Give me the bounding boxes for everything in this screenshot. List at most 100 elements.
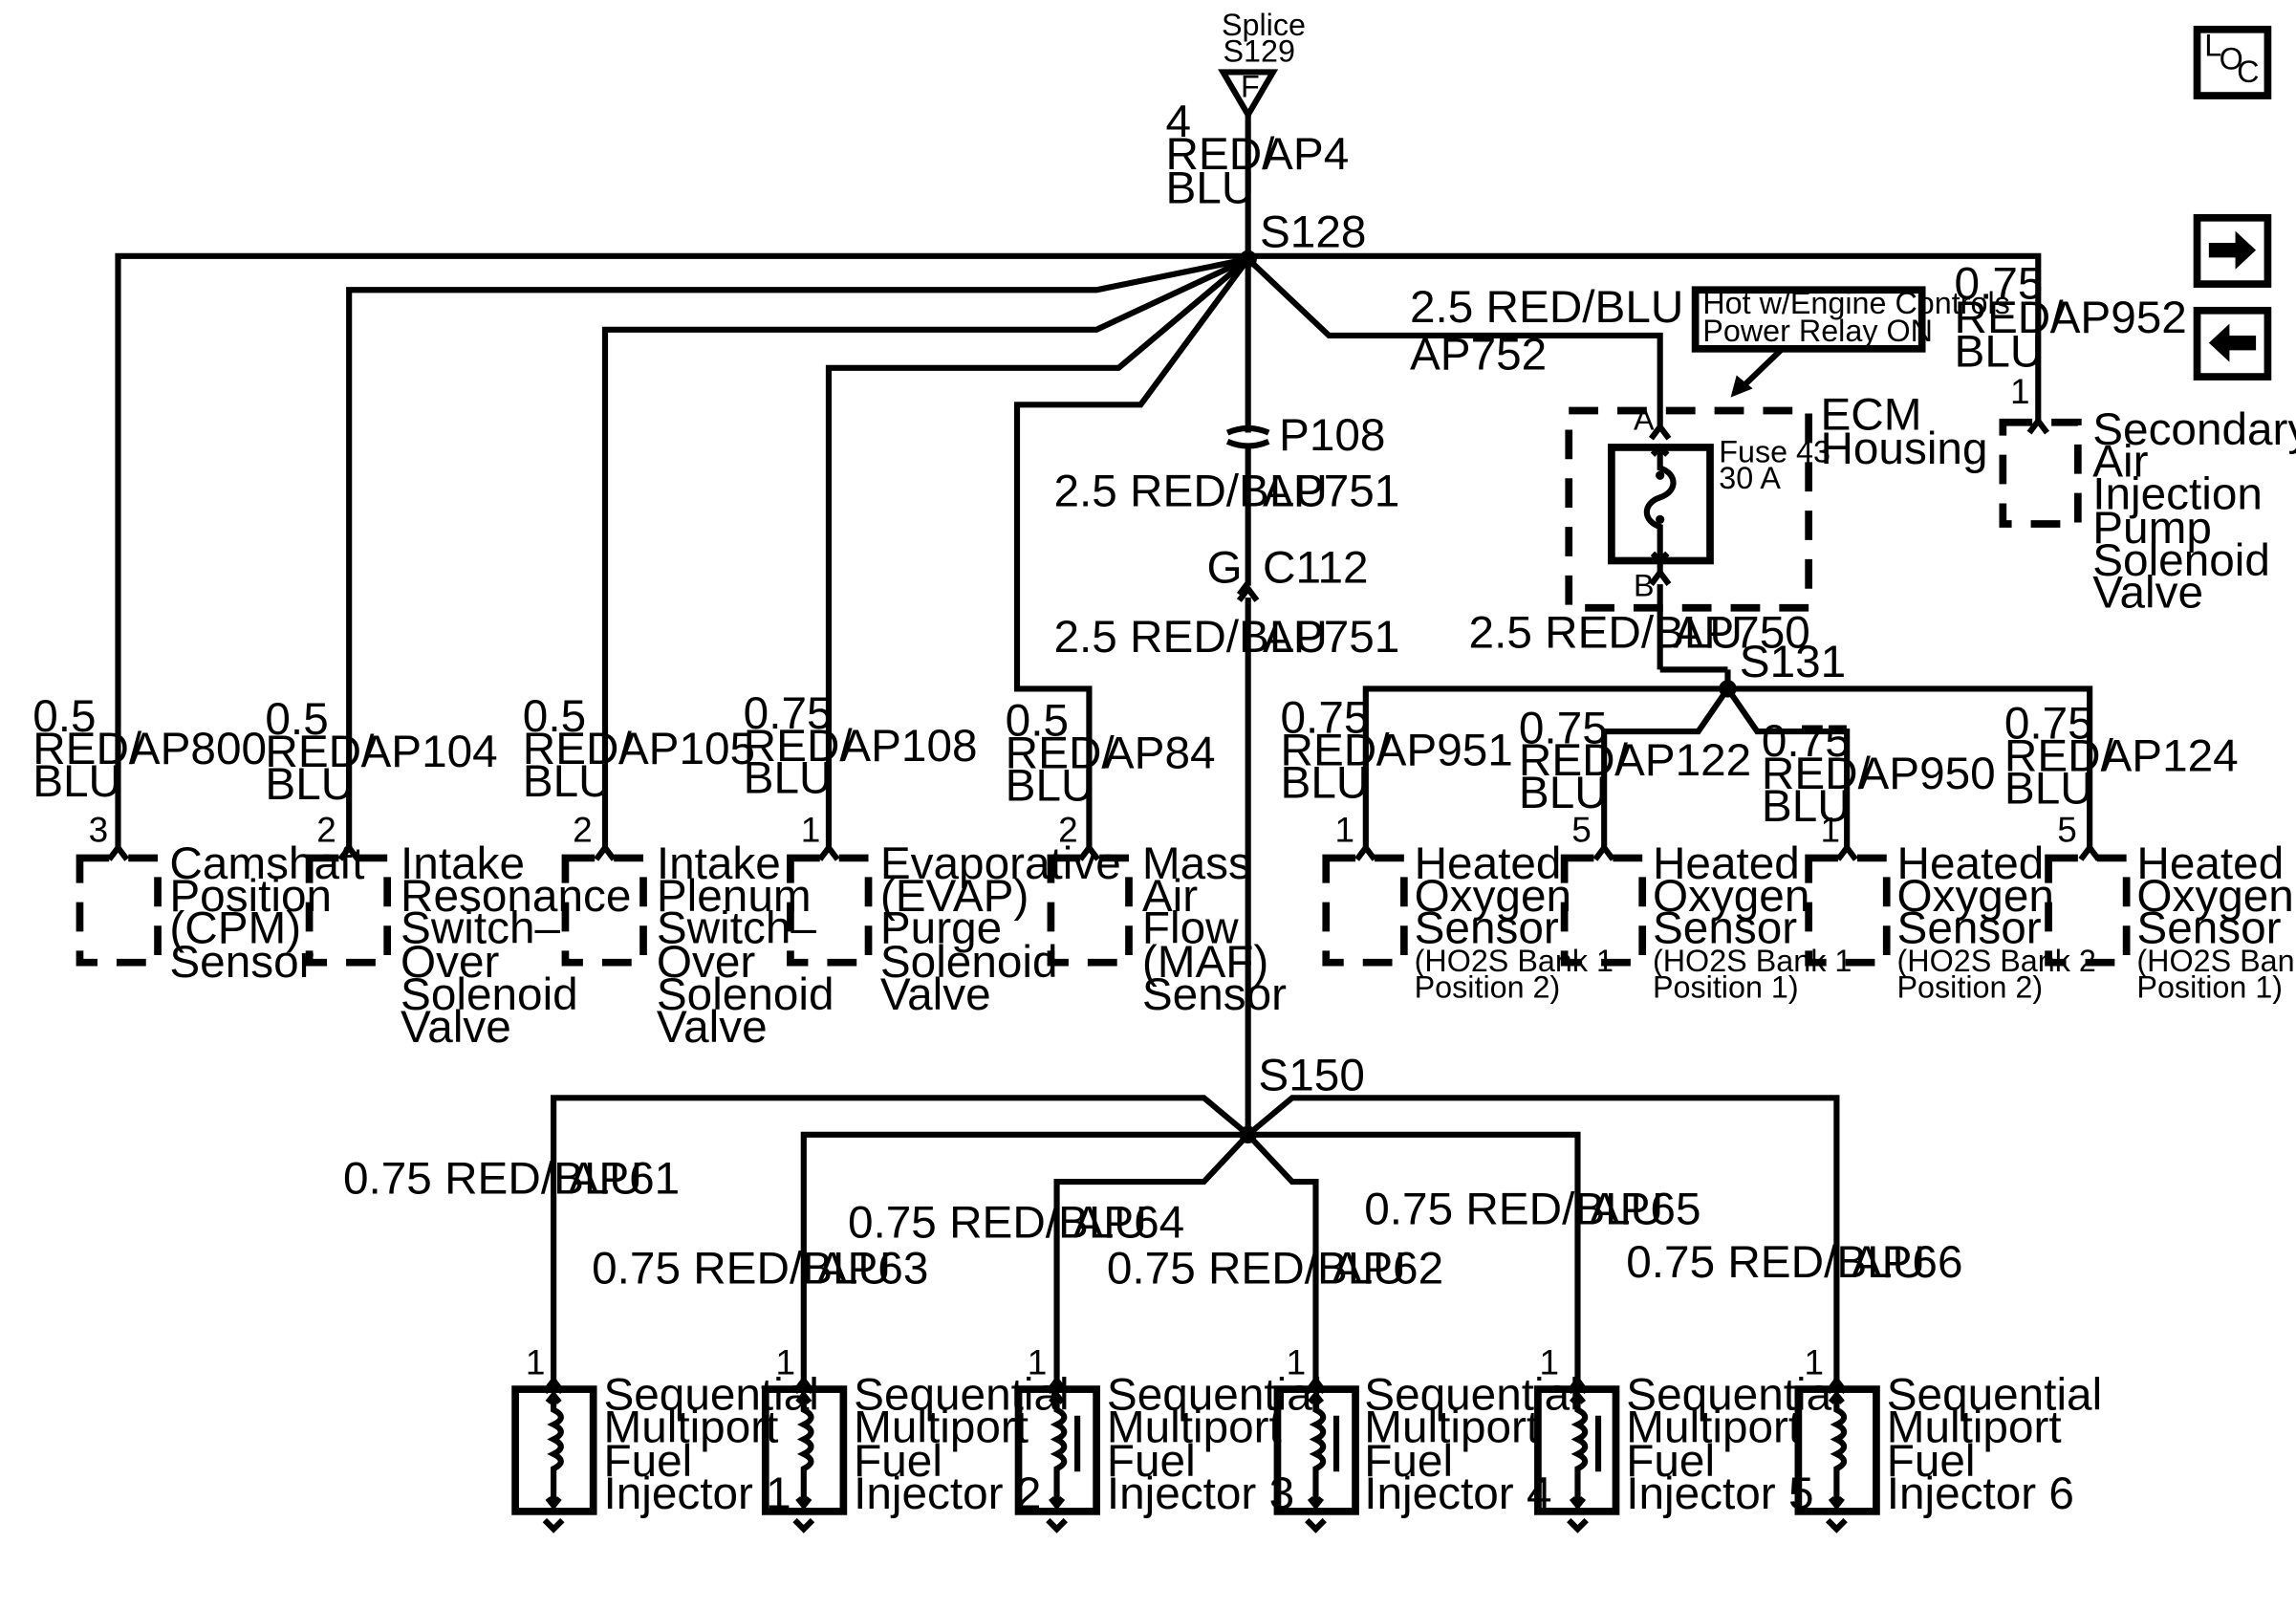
injector-6: 1 Sequential Multiport Fuel Injector 6 (1794, 1343, 2102, 1534)
component-gauge: 0.5 (523, 691, 586, 742)
connector-icon (106, 842, 130, 861)
connector-icon (1835, 842, 1858, 861)
component-color: RED/ (523, 724, 633, 774)
injector-circuit-label: AP62 (1332, 1243, 1443, 1294)
ecm-label: ECM (1820, 389, 1921, 440)
component-name: Plenum (657, 871, 812, 922)
component-name: Switch– (401, 903, 561, 954)
left-component-evap-purge: 0.75 RED/ BLU AP108 1 Evaporative (EVAP)… (744, 688, 1121, 1020)
secondary-air-name: Air (2092, 437, 2148, 488)
injector-name: Sequential (1887, 1370, 2102, 1421)
connector-icon (1592, 842, 1615, 861)
component-box (787, 854, 873, 967)
component-name: Solenoid (657, 969, 834, 1020)
component-name: Over (657, 937, 755, 988)
injector-name: Injector 1 (603, 1469, 791, 1519)
component-pin: 1 (801, 810, 821, 849)
injector-wire-label: 0.75 RED/BLU (1626, 1237, 1925, 1288)
sensor-sub: Position 2) (1897, 970, 2044, 1005)
secondary-air-name: Solenoid (2092, 535, 2270, 586)
sensor-name: Oxygen (1415, 871, 1571, 922)
sensor-pin: 1 (1820, 810, 1840, 849)
sensor-gauge: 0.75 (1762, 716, 1851, 767)
sensor-circuit: AP950 (1858, 749, 1995, 799)
injector-name: Injector 6 (1887, 1469, 2074, 1519)
splice-pin: F (1241, 70, 1260, 104)
arrow-left-icon (2208, 323, 2257, 362)
injector-circuit-label: AP65 (1590, 1185, 1701, 1235)
injector-wire-label: 0.75 RED/BLU (343, 1153, 642, 1204)
component-color: RED/ (1006, 729, 1116, 779)
secondary-air-connector-icon (2026, 416, 2049, 435)
component-color2: BLU (265, 759, 354, 810)
main-feed-gauge: 4 (1165, 97, 1191, 147)
injector-name: Injector 5 (1626, 1469, 1813, 1519)
coil-icon (1309, 1395, 1327, 1505)
component-name: (EVAP) (880, 871, 1029, 922)
ap751-top-wire: 2.5 RED/BLU (1053, 467, 1327, 517)
sensor-sub: Position 1) (1653, 970, 1799, 1005)
component-circuit: AP84 (1104, 729, 1216, 779)
sensor-name: Sensor (1897, 903, 2042, 954)
injector-name: Fuel (1107, 1436, 1196, 1487)
next-button[interactable] (2193, 213, 2272, 288)
injector-name: Sequential (1626, 1370, 1841, 1421)
o2-sensor-bank1-pos2: 0.75 RED/ BLU AP951 1 Heated Oxygen Sens… (1281, 693, 1614, 1005)
secondary-air-gauge: 0.75 (1955, 258, 2044, 309)
coil-icon (1570, 1395, 1589, 1505)
fuse-element-icon (1643, 450, 1677, 556)
component-circuit: AP800 (130, 724, 267, 774)
coil-icon (547, 1395, 564, 1505)
injector-circuit-label: AP66 (1852, 1237, 1963, 1288)
secondary-air-circuit: AP952 (2050, 293, 2187, 343)
ap751-bot-circuit: AP751 (1263, 612, 1399, 663)
injector-box (511, 1385, 597, 1515)
connector-icon (337, 842, 360, 861)
sensor-pin: 5 (2057, 810, 2077, 849)
component-color2: BLU (523, 756, 612, 807)
connector-icon (1077, 842, 1101, 861)
injector-4: 1 Sequential Multiport Fuel Injector 4 (1273, 1343, 1580, 1534)
component-name: Intake (657, 838, 781, 889)
component-name: Air (1142, 871, 1198, 922)
sensor-circuit: AP124 (2101, 731, 2238, 782)
p108-label: P108 (1279, 410, 1385, 461)
prev-button[interactable] (2193, 306, 2272, 381)
component-pin: 2 (316, 810, 336, 849)
component-name: Valve (880, 969, 991, 1020)
injector-wire-label: 0.75 RED/BLU (1107, 1243, 1406, 1294)
sensor-color2: BLU (1762, 781, 1851, 832)
loc-button[interactable]: L O C (2193, 25, 2272, 99)
splice-triangle-icon (1218, 69, 1279, 121)
component-color: RED/ (32, 724, 142, 774)
injector-box (1273, 1385, 1359, 1515)
s150-label: S150 (1258, 1051, 1364, 1101)
injector-name: Sequential (1364, 1370, 1579, 1421)
ecm-connector-a-icon (1648, 422, 1672, 441)
left-component-maf: 0.5 RED/ BLU AP84 2 Mass Air Flow (MAF) … (1006, 696, 1287, 1020)
splice-id: S129 (1224, 34, 1295, 69)
injector-circuit-label: AP63 (817, 1243, 929, 1294)
sensor-name: Heated (1653, 838, 1800, 889)
sensor-gauge: 0.75 (1281, 693, 1370, 744)
injector-pin: 1 (1287, 1343, 1307, 1382)
sensor-circuit: AP951 (1376, 725, 1513, 775)
injector-name: Sequential (854, 1370, 1069, 1421)
component-name: Valve (657, 1002, 768, 1053)
hot-box-line2: Power Relay ON (1702, 314, 1933, 348)
component-color2: BLU (1006, 760, 1094, 811)
s128-label: S128 (1260, 207, 1366, 258)
sensor-box (1560, 854, 1647, 967)
injector-name: Injector 3 (1107, 1469, 1294, 1519)
injector-name: Fuel (854, 1436, 942, 1487)
sensor-color: RED/ (1762, 749, 1872, 799)
component-gauge: 0.5 (32, 691, 96, 742)
sensor-name: Sensor (2136, 903, 2281, 954)
o2-sensor-bank2-pos1: 0.75 RED/ BLU AP124 5 Heated Oxygen Sens… (2004, 699, 2296, 1005)
injector-5: 1 Sequential Multiport Fuel Injector 5 (1534, 1343, 1842, 1534)
coil-icon (796, 1395, 814, 1505)
hot-box (1691, 286, 1926, 353)
sensor-name: Heated (1415, 838, 1562, 889)
main-feed-color2: BLU (1165, 163, 1254, 213)
